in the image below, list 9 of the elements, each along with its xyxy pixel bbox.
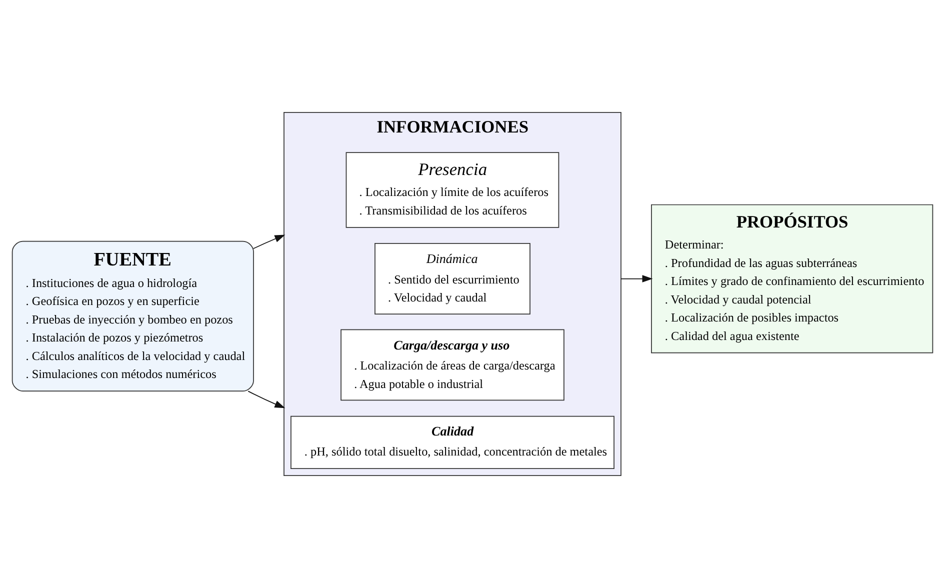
node-box: Calidad . pH, sólido total disuelto, salinidad, concentración de metales [290,416,614,470]
node-box: PROPÓSITOS Determinar: . Profundidad de las aguas subterráneas . Límites y grado de confinamiento del escurrimiento . Velocidad y caudal potencial . Localización de posibles impactos . Calidad del agua existente [651,204,934,354]
arrow [620,275,653,282]
node-box: Presencia . Localización y límite de los acuíferos . Transmisibilidad de los acuíferos [346,152,560,228]
node-box: Carga/descarga y uso . Localización de áreas de carga/descarga . Agua potable o industrial [340,329,564,401]
arrow [248,390,286,408]
arrow [253,234,286,249]
node-box: Dinámica . Sentido del escurrimiento . Velocidad y caudal [374,243,530,314]
node-box: FUENTE . Instituciones de agua o hidrología . Geofísica en pozos y en superficie . Pruebas de inyección y bombeo en pozos . Instalación de pozos y piezómetros . Cálculos analíticos de la velocidad y caudal . Simulaciones con métodos numéricos [12,240,254,392]
